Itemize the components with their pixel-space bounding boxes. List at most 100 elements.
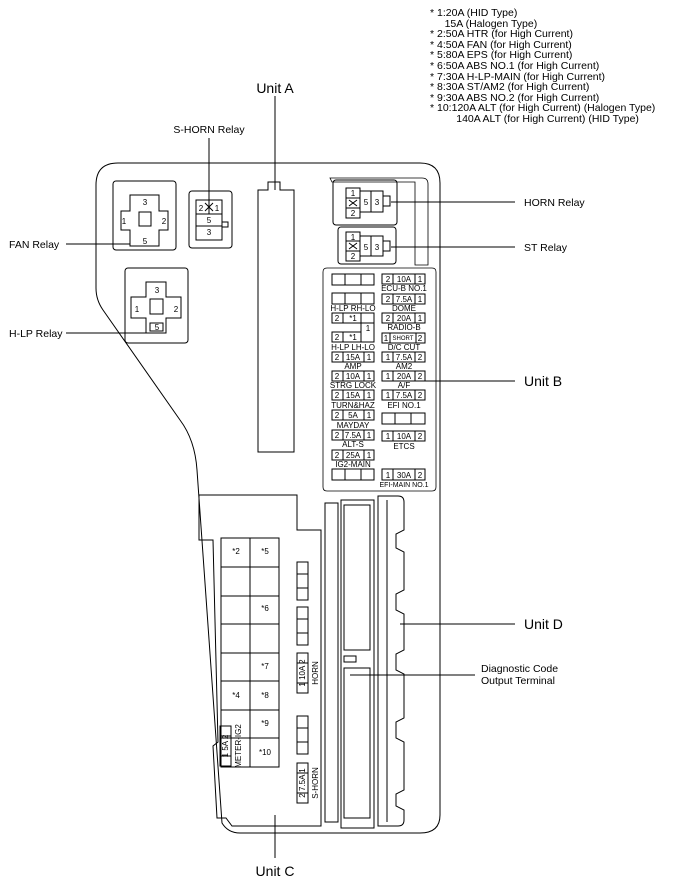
svg-text:25A: 25A xyxy=(346,451,361,460)
fuse-unlabeled-bottom xyxy=(331,468,375,481)
note-line: * 5:80A EPS (for High Current) xyxy=(430,49,573,62)
svg-text:2: 2 xyxy=(335,391,340,400)
fuse-radio-b: 2 20A 1 RADIO-B xyxy=(381,312,426,332)
cell-star8: *8 xyxy=(261,691,269,700)
svg-text:2: 2 xyxy=(335,411,340,420)
cell-star4: *4 xyxy=(232,691,240,700)
svg-text:ALT-S: ALT-S xyxy=(342,440,364,449)
svg-text:2: 2 xyxy=(335,314,340,323)
note-line: * 2:50A HTR (for High Current) xyxy=(430,28,573,41)
note-line: * 4:50A FAN (for High Current) xyxy=(430,38,572,51)
svg-text:10A: 10A xyxy=(346,372,361,381)
svg-text:METER-IG2: METER-IG2 xyxy=(234,724,243,768)
cell-star5: *5 xyxy=(261,547,269,556)
hlp-relay: 3 1 2 5 xyxy=(124,267,189,344)
svg-text:1: 1 xyxy=(367,391,372,400)
fuse-meter-ig2: 1 5A 2 METER-IG2 xyxy=(219,724,243,768)
svg-text:2: 2 xyxy=(335,431,340,440)
fuse-unlabeled-right xyxy=(381,412,426,425)
svg-text:2: 2 xyxy=(418,471,423,480)
cell-star10: *10 xyxy=(259,748,272,757)
hlp-pin-5: 5 xyxy=(155,323,160,332)
svg-text:2 7.5A 1: 2 7.5A 1 xyxy=(298,768,307,798)
svg-text:1: 1 xyxy=(386,471,391,480)
hlp-pin-1: 1 xyxy=(135,305,140,314)
svg-text:*1: *1 xyxy=(349,314,357,323)
label-hlp-rh-lo: H-LP RH-LO xyxy=(330,304,375,313)
s-horn-pin-5: 5 xyxy=(207,216,212,225)
fuse-unlabeled-top xyxy=(331,273,375,286)
svg-text:SHORT: SHORT xyxy=(393,336,414,342)
s-horn-relay: 2 1 5 3 xyxy=(188,190,233,249)
svg-text:*1: *1 xyxy=(349,333,357,342)
unit-b-outline xyxy=(322,267,437,492)
svg-text:7.5A: 7.5A xyxy=(396,391,413,400)
fuse-star1-a: 2 *1 xyxy=(331,312,375,324)
fuse-star1-common xyxy=(360,312,375,343)
svg-text:1: 1 xyxy=(386,391,391,400)
fuse-alt-s: 2 7.5A 1 ALT-S xyxy=(331,429,375,449)
svg-text:2: 2 xyxy=(335,353,340,362)
svg-text:20A: 20A xyxy=(397,372,412,381)
svg-text:5A: 5A xyxy=(348,411,358,420)
svg-text:2: 2 xyxy=(386,314,391,323)
horn-pin-1: 1 xyxy=(351,189,356,198)
fuse-strg-lock: 2 10A 1 STRG LOCK xyxy=(330,370,377,390)
svg-text:1: 1 xyxy=(367,431,372,440)
svg-text:2: 2 xyxy=(418,432,423,441)
callouts: Unit A S-HORN Relay FAN Relay H-LP Relay… xyxy=(9,80,585,879)
svg-text:1 5A 2: 1 5A 2 xyxy=(221,734,230,757)
svg-text:2: 2 xyxy=(335,333,340,342)
label-unit-a: Unit A xyxy=(256,80,294,96)
label-fan-relay: FAN Relay xyxy=(9,239,60,251)
svg-text:2: 2 xyxy=(418,334,423,343)
fuse-box-outline xyxy=(95,162,441,834)
fuse-efi-no1: 1 7.5A 2 EFI NO.1 xyxy=(381,389,426,410)
st-pin-5: 5 xyxy=(364,243,369,252)
svg-text:2: 2 xyxy=(418,372,423,381)
svg-text:AM2: AM2 xyxy=(396,362,413,371)
fuse-ecu-b: 2 10A 1 ECU-B NO.1 xyxy=(381,273,427,293)
svg-text:1: 1 xyxy=(386,432,391,441)
svg-text:A/F: A/F xyxy=(398,381,411,390)
cell-star2: *2 xyxy=(232,547,240,556)
svg-text:MAYDAY: MAYDAY xyxy=(337,421,370,430)
svg-text:1: 1 xyxy=(418,295,423,304)
note-line: * 8:30A ST/AM2 (for High Current) xyxy=(430,81,590,94)
fuse-dome: 2 7.5A 1 DOME xyxy=(381,293,426,313)
note-line: * 6:50A ABS NO.1 (for High Current) xyxy=(430,59,600,72)
svg-text:1: 1 xyxy=(418,314,423,323)
label-horn-relay: HORN Relay xyxy=(524,197,585,209)
horn-pin-3: 3 xyxy=(375,198,380,207)
svg-text:EFI NO.1: EFI NO.1 xyxy=(387,401,421,410)
svg-text:1: 1 xyxy=(386,353,391,362)
cell-star9: *9 xyxy=(261,719,269,728)
note-line: * 9:30A ABS NO.2 (for High Current) xyxy=(430,91,600,104)
label-unit-c: Unit C xyxy=(256,863,295,879)
note-line: * 7:30A H-LP-MAIN (for High Current) xyxy=(430,70,606,83)
svg-text:7.5A: 7.5A xyxy=(396,353,413,362)
note-line: 15A (Halogen Type) xyxy=(430,17,538,30)
svg-text:1: 1 xyxy=(418,275,423,284)
fuse-ig2-main: 2 25A 1 IG2-MAIN xyxy=(331,449,375,469)
label-diagnostic-1: Diagnostic Code xyxy=(481,663,558,675)
svg-text:15A: 15A xyxy=(346,391,361,400)
fuse-s-horn: 2 7.5A 1 S-HORN xyxy=(296,762,320,804)
fuse-efi-main: 1 30A 2 EFI-MAIN NO.1 xyxy=(379,468,429,489)
svg-text:STRG LOCK: STRG LOCK xyxy=(330,381,377,390)
st-pin-3: 3 xyxy=(375,243,380,252)
unit-b-fuses: H-LP RH-LO 2 *1 1 2 *1 H-LP LH-LO 2 15A … xyxy=(330,273,429,489)
svg-text:15A: 15A xyxy=(346,353,361,362)
fan-pin-3: 3 xyxy=(143,198,148,207)
svg-text:DOME: DOME xyxy=(392,304,416,313)
hlp-pin-2: 2 xyxy=(174,305,179,314)
unit-c: *2 *5 *6 *7 *4 *8 *9 *10 1 10A 2 HORN 2 … xyxy=(198,494,322,827)
s-horn-pin-2: 2 xyxy=(199,204,204,213)
fan-relay: 3 1 2 5 xyxy=(112,180,177,251)
fuse-unlabeled-2 xyxy=(331,292,375,305)
svg-text:10A: 10A xyxy=(397,432,412,441)
label-hlp-lh-lo: H-LP LH-LO xyxy=(331,343,375,352)
svg-text:1: 1 xyxy=(367,353,372,362)
svg-text:10A: 10A xyxy=(397,275,412,284)
